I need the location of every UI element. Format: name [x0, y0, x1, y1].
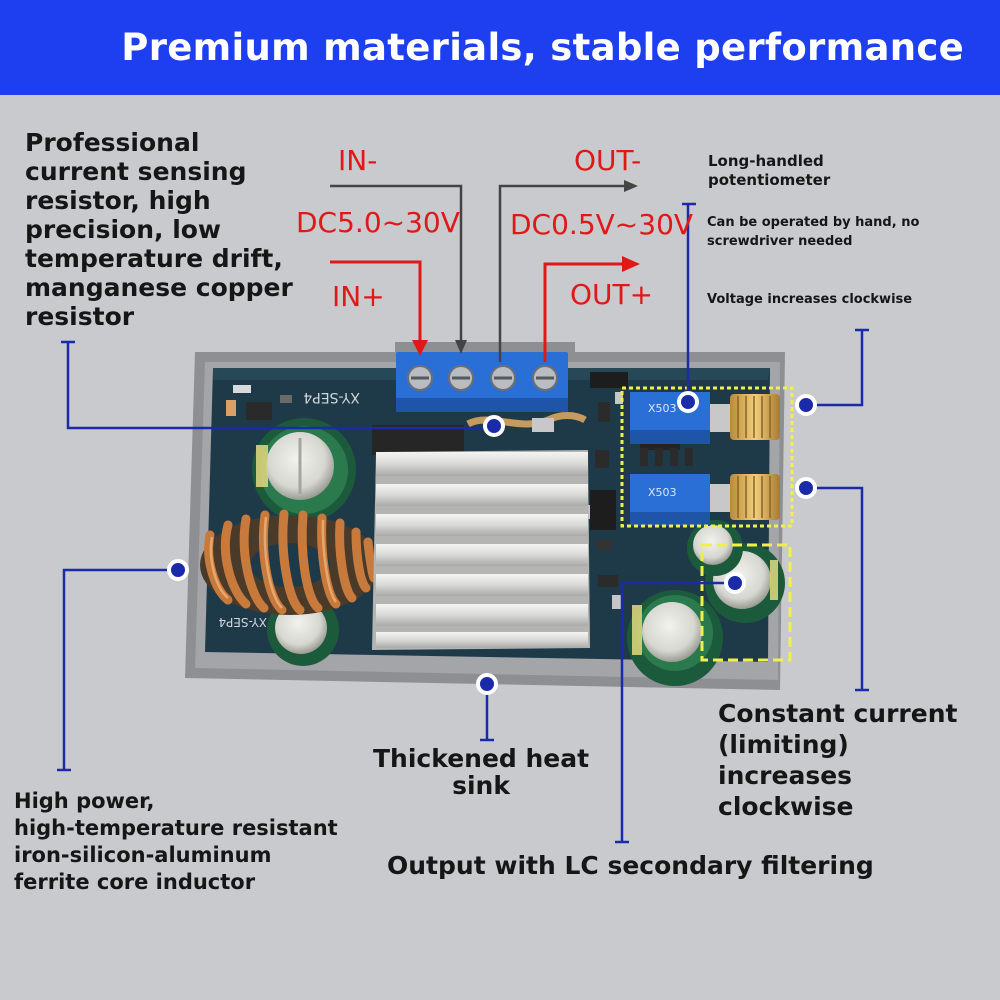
dot-heat-sink: [476, 673, 498, 695]
annotation-pot-voltage: Voltage increases clockwise: [707, 292, 913, 307]
input-minus-arrow: [330, 184, 463, 342]
output-plus-arrow: [543, 262, 624, 362]
dot-voltage-knob: [795, 394, 817, 416]
input-plus-arrowhead: [412, 340, 428, 356]
silkscreen-main: XY-SEP4: [303, 389, 360, 405]
dot-lc-filter: [724, 572, 746, 594]
pot-code-2: X503: [648, 486, 677, 499]
header-banner: Premium materials, stable performance: [0, 0, 1000, 95]
label-out-range: DC0.5V~30V: [510, 208, 694, 241]
leader-lc-filter: [620, 581, 735, 842]
annotation-sense-resistor: Professional current sensing resistor, h…: [25, 128, 293, 331]
terminal-block: [396, 352, 568, 412]
annotation-pot-title: Long-handled potentiometer: [708, 152, 831, 189]
leader-current-knob: [806, 486, 864, 690]
leader-voltage-knob: [806, 330, 864, 407]
label-out-minus: OUT-: [574, 144, 642, 177]
potentiometer-current: X503: [630, 474, 780, 526]
label-in-range: DC5.0~30V: [296, 206, 460, 239]
dot-current-knob: [795, 477, 817, 499]
label-in-minus: IN-: [338, 144, 378, 177]
potentiometer-voltage: X503: [630, 392, 780, 444]
silkscreen-lower: XY-SEP4: [218, 615, 267, 629]
input-minus-arrowhead: [455, 340, 467, 354]
capacitor-top-left: [252, 418, 356, 522]
pot-code-1: X503: [648, 402, 677, 415]
label-in-plus: IN+: [332, 280, 385, 313]
capacitor-output-2: [627, 590, 723, 686]
capacitor-mid: [687, 520, 743, 576]
pot-component-row: [640, 448, 693, 466]
annotation-pot-note: Can be operated by hand, no screwdriver …: [707, 215, 920, 249]
banner-title: Premium materials, stable performance: [121, 26, 964, 69]
annotation-heat-sink: Thickened heat sink: [373, 744, 590, 800]
annotation-lc-filter: Output with LC secondary filtering: [387, 851, 874, 880]
leader-inductor: [62, 568, 178, 770]
output-minus-arrow: [498, 184, 626, 362]
dot-inductor: [167, 559, 189, 581]
potentiometer-highlight-box: [620, 386, 794, 528]
dot-potentiometer: [677, 391, 699, 413]
output-plus-arrowhead: [622, 256, 640, 272]
heat-sink: [372, 450, 590, 650]
input-plus-arrow: [330, 260, 422, 342]
toroid-inductor: [200, 509, 380, 615]
dot-sense-resistor: [483, 415, 505, 437]
leader-sense-resistor: [66, 342, 494, 430]
label-out-plus: OUT+: [570, 278, 654, 311]
annotation-constant-current: Constant current (limiting) increases cl…: [718, 699, 958, 821]
annotation-inductor: High power, high-temperature resistant i…: [14, 789, 338, 894]
capacitor-highlight-box: [700, 543, 792, 662]
output-minus-arrowhead: [624, 180, 638, 192]
